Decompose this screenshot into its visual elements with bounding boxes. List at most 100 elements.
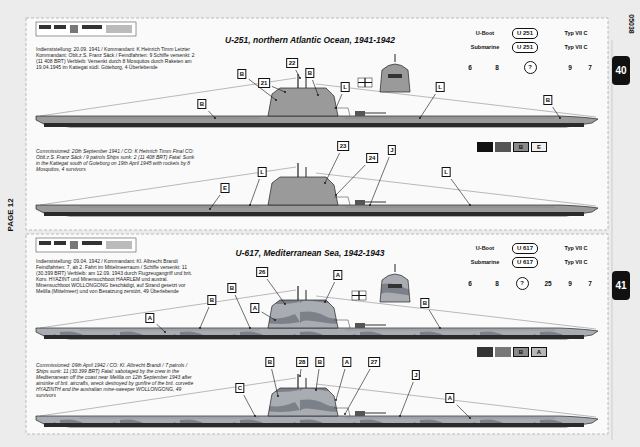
table-header: Submarine [471,44,499,50]
table-header: Submarine [471,259,499,265]
section-panel [26,234,608,434]
leader-line [336,369,345,400]
leader-line [420,94,435,118]
leader-dot [324,182,326,184]
swatch-letter: E [537,144,541,150]
node-text: 41 [615,280,626,291]
leader-dot [469,417,471,419]
leader-dot [469,204,471,206]
history-text: Indienststellung: 09.04. 1942 / Kommanda… [36,258,196,294]
leader-dot [299,375,301,377]
leader-line [451,179,470,205]
paint-number: 7 [588,280,592,287]
type-label: Typ VII C [564,245,587,251]
leader-line [336,165,365,195]
margin-line [612,40,613,440]
leader-line [250,179,259,205]
submarine-profile [36,163,598,216]
node-text: ? [528,64,532,71]
leader-line [200,307,209,328]
node-text: U 251 [517,30,533,37]
leader-dot [399,415,401,417]
callout-letter: B [420,298,429,308]
callout-letter: B [265,357,274,367]
history-text: Indienststellung: 20.09. 1941 / Kommanda… [36,46,196,70]
leader-dot [249,327,251,329]
callout-letter: A [342,357,351,367]
leader-dot [277,395,279,397]
callout-letter: L [341,82,350,92]
table-header: U-Boot [476,30,494,36]
callout-letter: J [388,145,396,155]
callout-number: 22 [286,58,298,68]
callout-letter: B [543,95,552,105]
leader-line [267,279,285,304]
color-swatch: E [531,142,547,152]
leader-dot [164,331,166,333]
submarine-number-box: U 251 [512,28,538,39]
callout-letter: J [412,370,420,380]
leader-line [209,111,216,118]
type-label: Typ VII C [564,44,587,50]
section-title: U-617, Mediterranean Sea, 1942-1943 [236,248,385,258]
callout-letter: A [333,270,342,280]
leader-dot [315,389,317,391]
paint-number: 8 [495,64,499,71]
table-header: U-Boot [476,245,494,251]
leader-dot [369,204,371,206]
leader-dot [335,194,337,196]
color-swatch: B [513,142,529,152]
callout-letter: L [442,167,451,177]
paint-number: 9 [568,280,572,287]
callout-letter: B [197,99,206,109]
leader-dot [274,319,276,321]
swatch-letter: B [519,349,523,355]
node-text: 40 [615,65,626,76]
leader-line [296,70,300,78]
paint-number: 9 [568,64,572,71]
leader-line [370,157,389,205]
node-text: U 251 [517,44,533,51]
leader-dot [199,327,201,329]
tower-front-view [380,264,410,302]
callout-letter: A [445,393,454,403]
callout-letter: E [220,183,229,193]
leader-line [325,153,340,183]
leader-dot [419,117,421,119]
page-tab: 40 [612,56,629,85]
help-circle: ? [524,61,537,74]
leader-dot [249,204,251,206]
leader-line [272,369,278,396]
leader-dot [214,117,216,119]
history-text: Commissioned: 20th September 1941 / CO: … [36,148,196,172]
leader-dot [335,107,337,109]
paint-number: 8 [495,280,499,287]
submarine-number-box: U 251 [512,42,538,53]
leader-dot [284,303,286,305]
callout-number: 27 [368,357,380,367]
paint-number: 7 [588,64,592,71]
leader-line [553,107,560,118]
leader-dot [317,94,319,96]
callout-letter: A [250,303,259,313]
paint-number: 6 [468,280,472,287]
leader-line [244,395,255,416]
leader-line [272,86,285,92]
page-number: PAGE 12 [6,198,15,231]
leader-lines [157,70,561,419]
leader-dot [324,301,326,303]
leader-line [336,94,342,108]
page-tab: 41 [612,271,629,300]
leader-dot [284,91,286,93]
node-text: U 617 [517,245,533,252]
callout-letter: B [237,69,246,79]
callout-letter: A [145,313,154,323]
leader-dot [335,399,337,401]
callout-number: 28 [296,357,308,367]
history-text: Commissioned: 09th April 1942 / CO: Kl. … [36,362,196,398]
node-text: ? [520,280,524,287]
leader-line [400,382,413,416]
node-text: U 617 [517,259,533,266]
submarine-profile [36,74,598,127]
color-swatch: A [531,347,547,357]
